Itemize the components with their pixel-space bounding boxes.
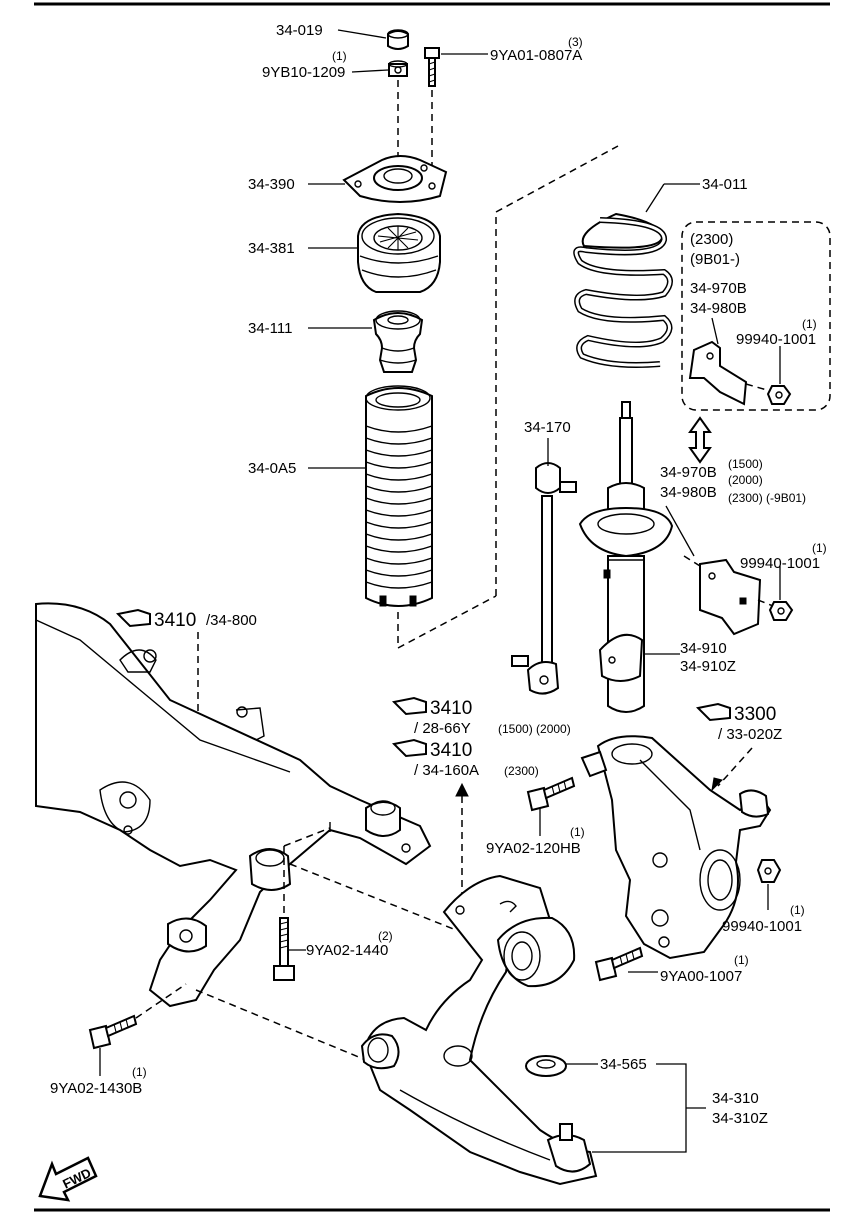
leader-spring-b [645, 183, 665, 213]
bracket-nut-part [766, 385, 792, 405]
label-mount: 34-390 [248, 176, 295, 193]
crossmember-part [35, 602, 432, 1008]
label-top-nut: 9YB10-1209 [262, 64, 345, 81]
knuckle-part [580, 735, 772, 960]
ref-b-num: 3410 [430, 740, 472, 761]
label-strut-bracket-b: 34-980B [660, 484, 717, 501]
label-frame-bolt: 9YA02-1440 [306, 942, 388, 959]
assembly-line-arm-bolt [135, 983, 187, 1019]
label-bracket-nut: 99940-1001 [736, 331, 816, 348]
qty-top-nut: (1) [332, 49, 347, 63]
label-knuckle-nut: 99940-1001 [722, 918, 802, 935]
label-bearing: 34-381 [248, 240, 295, 257]
ref-knuckle-arrow [711, 777, 723, 792]
ref-b-arrow [455, 782, 469, 797]
fwd-arrow-icon: FWD [38, 1156, 98, 1202]
link-part [511, 462, 577, 695]
qty-top-bolt: (3) [568, 35, 583, 49]
ref-a-note: (1500) (2000) [498, 722, 571, 736]
ref-knuckle-line [717, 747, 753, 787]
label-strut-bracket-a: 34-970B [660, 464, 717, 481]
strut-bracket-part [699, 558, 762, 636]
assembly-line-diagonal-a [397, 595, 497, 649]
label-bracket-b: 34-980B [690, 300, 747, 317]
knuckle-nut-part [756, 859, 782, 883]
bracket-small-part [688, 340, 748, 406]
frame-bolt-part [273, 917, 295, 981]
leader-arm [592, 1063, 687, 1153]
qty-bracket-nut: (1) [802, 317, 817, 331]
ref-knuckle-num: 3300 [734, 704, 776, 725]
ref-a-code: / 28-66Y [414, 720, 471, 737]
ref-a-num: 3410 [430, 698, 472, 719]
qty-strut-nut: (1) [812, 541, 827, 555]
assembly-line-diagonal-b [495, 145, 619, 213]
label-strut-a: 34-910 [680, 640, 727, 657]
assembly-line-strut-bracket [683, 555, 701, 567]
bearing-part [357, 212, 441, 293]
label-strut-nut: 99940-1001 [740, 555, 820, 572]
label-arm-bolt: 9YA02-1430B [50, 1080, 142, 1097]
top-nut-part [388, 60, 408, 77]
qty-arm-bolt: (1) [132, 1065, 147, 1079]
label-bracket-a: 34-970B [690, 280, 747, 297]
washer-part [525, 1055, 567, 1077]
label-strut-b: 34-910Z [680, 658, 736, 675]
strut-nut-part [768, 601, 794, 621]
knuckle-bolt-part [526, 776, 576, 812]
qty-knuckle-bolt: (1) [570, 825, 585, 839]
label-arm-b: 34-310Z [712, 1110, 768, 1127]
label-washer: 34-565 [600, 1056, 647, 1073]
ref-crossmember-code: /34-800 [206, 612, 257, 629]
hand-icon-knuckle [695, 702, 731, 722]
ref-crossmember-num: 3410 [154, 610, 196, 631]
label-bump-stop: 34-111 [248, 320, 292, 337]
hand-icon-crossmember [115, 608, 151, 628]
strut-part [578, 401, 674, 713]
exchange-arrow-icon [688, 416, 712, 464]
assembly-line-arm-front [195, 989, 367, 1061]
lower-arm-part [360, 874, 598, 1186]
variant-box [681, 221, 831, 411]
label-knuckle-bolt2: 9YA00-1007 [660, 968, 742, 985]
label-link: 34-170 [524, 419, 571, 436]
note-strut-bracket-a2: (2000) [728, 473, 763, 487]
qty-knuckle-bolt2: (1) [734, 953, 749, 967]
label-arm-a: 34-310 [712, 1090, 759, 1107]
label-variant-1: (2300) [690, 231, 733, 248]
spring-part [573, 212, 673, 368]
knuckle-bolt2-part [594, 946, 644, 982]
qty-knuckle-nut: (1) [790, 903, 805, 917]
bump-stop-part [372, 310, 424, 373]
mount-part [342, 155, 448, 203]
leader-top-nut [351, 69, 389, 73]
cap-part [387, 29, 409, 50]
label-knuckle-bolt: 9YA02-120HB [486, 840, 581, 857]
leader-cap [337, 29, 387, 39]
label-boot: 34-0A5 [248, 460, 296, 477]
hand-icon-ref-a [391, 696, 427, 716]
qty-frame-bolt: (2) [378, 929, 393, 943]
note-strut-bracket-a: (1500) [728, 457, 763, 471]
ref-b-code: / 34-160A [414, 762, 479, 779]
label-top-bolt: 9YA01-0807A [490, 47, 582, 64]
leader-bracket-box [711, 317, 719, 345]
hand-icon-ref-b [391, 738, 427, 758]
frame-lines [34, 2, 830, 1212]
ref-b-note: (2300) [504, 764, 539, 778]
top-bolt-part [424, 47, 440, 87]
ref-knuckle-code: / 33-020Z [718, 726, 782, 743]
assembly-line-frame-bolt-b [283, 827, 331, 847]
arm-bolt-part [88, 1014, 138, 1050]
boot-part [365, 385, 433, 607]
assembly-line-arm-bushing [289, 863, 457, 931]
note-strut-bracket-b: (2300) (-9B01) [728, 491, 806, 505]
label-variant-2: (9B01-) [690, 251, 740, 268]
leader-strut-bracket [665, 505, 695, 557]
label-cap: 34-019 [276, 22, 323, 39]
label-spring: 34-011 [702, 176, 748, 193]
